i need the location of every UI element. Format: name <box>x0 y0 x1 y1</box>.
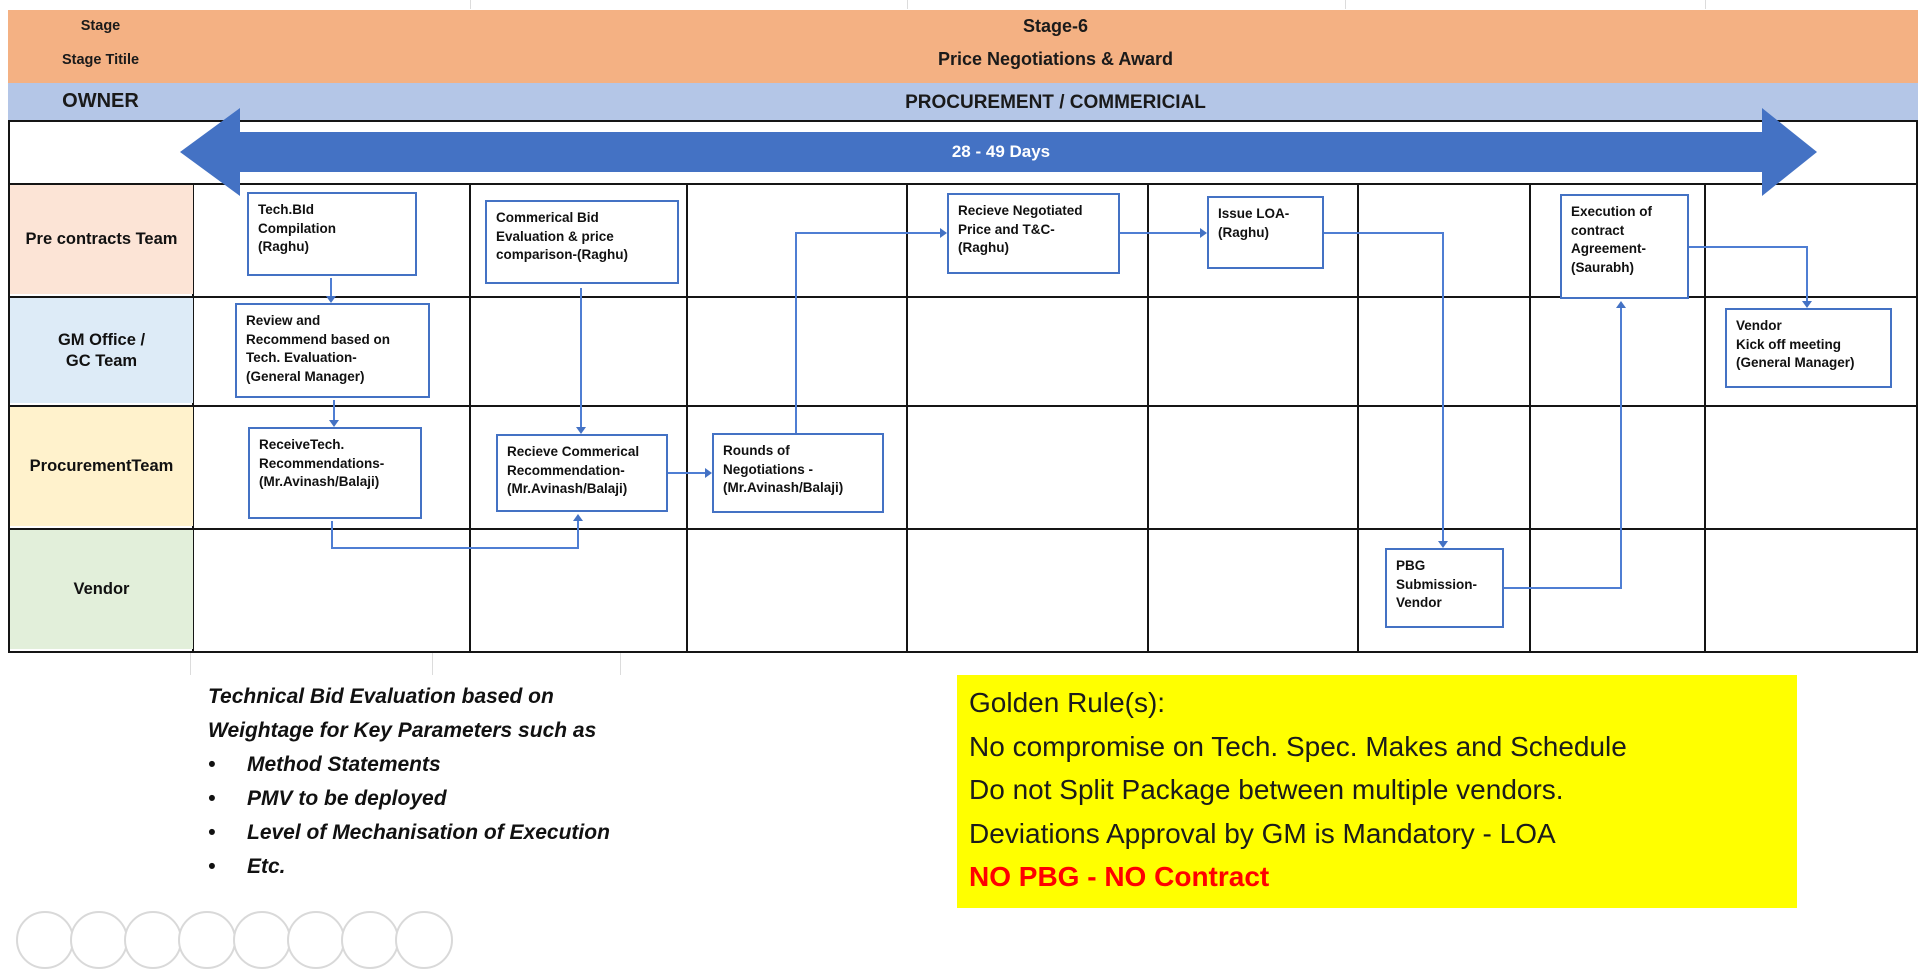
lane-label-vendor: Vendor <box>10 530 193 649</box>
connector-pbg-to-execution <box>1620 308 1622 589</box>
arrowhead <box>1438 541 1448 548</box>
notes-bullet-item: • Level of Mechanisation of Execution <box>208 816 788 850</box>
golden-rules-title: Golden Rule(s): <box>969 687 1166 718</box>
notes-bullet-item: • Method Statements <box>208 748 788 782</box>
duration-arrow-right-head <box>1762 108 1817 196</box>
connector-receivecommercial-to-rounds <box>666 472 706 474</box>
notes-bullet-item: • PMV to be deployed <box>208 782 788 816</box>
grid-line <box>8 651 1918 653</box>
notes-bullet-item: • Etc. <box>208 850 788 884</box>
grid-line <box>686 183 688 651</box>
gridline-stub <box>190 653 191 675</box>
duration-label: 28 - 49 Days <box>951 142 1051 161</box>
notes-bullet-text: Level of Mechanisation of Execution <box>247 821 610 844</box>
lane-label-gm-office-gc-team: GM Office / GC Team <box>10 298 193 403</box>
connector-receivetech-to-receivecommercial <box>577 521 579 548</box>
golden-rule: No compromise on Tech. Spec. Makes and S… <box>969 730 1627 762</box>
process-box-pbg-submission: PBG Submission- Vendor <box>1385 548 1504 628</box>
grid-line <box>1704 183 1706 651</box>
arrowhead <box>326 296 336 303</box>
gridline-stub <box>470 0 471 9</box>
arrowhead <box>1616 301 1626 308</box>
grid-line <box>1357 183 1359 651</box>
notes-bullet-text: Etc. <box>247 855 286 878</box>
grid-line <box>8 296 1918 298</box>
stage-label: Stage <box>80 18 121 34</box>
connector-review-to-receivetech <box>333 400 335 421</box>
connector-loa-to-pbg <box>1322 232 1444 234</box>
grid-line <box>1529 183 1531 651</box>
bullet-icon: • <box>208 787 216 810</box>
grid-line <box>906 183 908 651</box>
grid-line <box>8 528 1918 530</box>
grid-line <box>192 183 194 651</box>
process-box-receive-negotiated-price: Recieve Negotiated Price and T&C- (Raghu… <box>947 193 1120 274</box>
connector-execution-to-kickoff <box>1687 246 1808 248</box>
connector-pbg-to-execution <box>1502 587 1622 589</box>
gridline-stub <box>1705 0 1706 9</box>
notes-heading-line: Technical Bid Evaluation based on <box>208 685 554 708</box>
golden-rule: Do not Split Package between multiple ve… <box>969 774 1564 805</box>
stage-title-value: Price Negotiations & Award <box>937 49 1174 69</box>
grid-line <box>1147 183 1149 651</box>
process-box-review-and-recommend: Review and Recommend based on Tech. Eval… <box>235 303 430 398</box>
connector-execution-to-kickoff <box>1806 246 1808 301</box>
swimlane-flowchart-page: { "header": { "stage_label": "Stage", "s… <box>8 0 1918 969</box>
connector-rounds-to-negotiatedprice <box>795 232 940 234</box>
arrowhead <box>576 427 586 434</box>
process-box-issue-loa: Issue LOA- (Raghu) <box>1207 196 1324 269</box>
bullet-icon: • <box>208 753 216 776</box>
lane-label-procurement-team: ProcurementTeam <box>10 407 193 526</box>
connector-negotiatedprice-to-loa <box>1118 232 1200 234</box>
owner-label: OWNER <box>62 90 139 112</box>
lane-label-pre-contracts-team: Pre contracts Team <box>10 185 193 294</box>
duration-arrow-left-head <box>180 108 240 196</box>
connector-rounds-to-negotiatedprice <box>795 233 797 433</box>
arrowhead <box>573 514 583 521</box>
connector-techbid-to-review <box>330 278 332 298</box>
gridline-stub <box>620 653 621 675</box>
owner-value: PROCUREMENT / COMMERICIAL <box>905 92 1206 113</box>
notes-heading-line: Weightage for Key Parameters such as <box>208 719 597 742</box>
bullet-icon: • <box>208 821 216 844</box>
process-box-receive-commercial-recommendation: Recieve Commerical Recommendation- (Mr.A… <box>496 434 668 512</box>
stage-value: Stage-6 <box>1022 16 1089 36</box>
notes-bullet-text: PMV to be deployed <box>247 787 447 810</box>
golden-rules-box: Golden Rule(s): No compromise on Tech. S… <box>957 675 1797 908</box>
gridline-stub <box>907 0 908 9</box>
golden-rule: Deviations Approval by GM is Mandatory -… <box>969 817 1556 849</box>
grid-line <box>8 405 1918 407</box>
gridline-stub <box>432 653 433 675</box>
technical-bid-notes: Technical Bid Evaluation based on Weight… <box>208 680 788 884</box>
stage-title-label: Stage Titile <box>61 52 140 68</box>
arrowhead <box>1200 228 1207 238</box>
process-box-execution-of-contract: Execution of contract Agreement- (Saurab… <box>1560 194 1689 299</box>
process-box-vendor-kickoff-meeting: Vendor Kick off meeting (General Manager… <box>1725 308 1892 388</box>
arrowhead <box>329 420 339 427</box>
owner-band <box>8 83 1918 120</box>
duration-arrow: 28 - 49 Days <box>238 132 1764 172</box>
grid-line <box>8 120 1918 122</box>
connector-receivetech-to-receivecommercial <box>331 547 579 549</box>
arrowhead <box>705 468 712 478</box>
grid-line <box>8 120 10 653</box>
bullet-icon: • <box>208 855 216 878</box>
process-box-commercial-bid-evaluation: Commerical Bid Evaluation & price compar… <box>485 200 679 284</box>
grid-line <box>469 183 471 651</box>
connector-receivetech-to-receivecommercial <box>331 521 333 549</box>
gridline-stub <box>1345 0 1346 9</box>
process-box-tech-bid-compilation: Tech.BId Compilation (Raghu) <box>247 192 417 276</box>
arrowhead <box>1802 301 1812 308</box>
stage-header-band <box>8 10 1918 83</box>
connector-loa-to-pbg <box>1442 232 1444 541</box>
connector-commercialbid-to-receivecommercial <box>580 288 582 428</box>
grid-line <box>1916 120 1918 653</box>
arrowhead <box>940 228 947 238</box>
notes-bullet-text: Method Statements <box>247 753 441 776</box>
process-box-receive-tech-recommendations: ReceiveTech. Recommendations- (Mr.Avinas… <box>248 427 422 519</box>
process-box-rounds-of-negotiations: Rounds of Negotiations - (Mr.Avinash/Bal… <box>712 433 884 513</box>
grid-line <box>8 183 1918 185</box>
golden-rule-no-pbg: NO PBG - NO Contract <box>969 861 1270 892</box>
